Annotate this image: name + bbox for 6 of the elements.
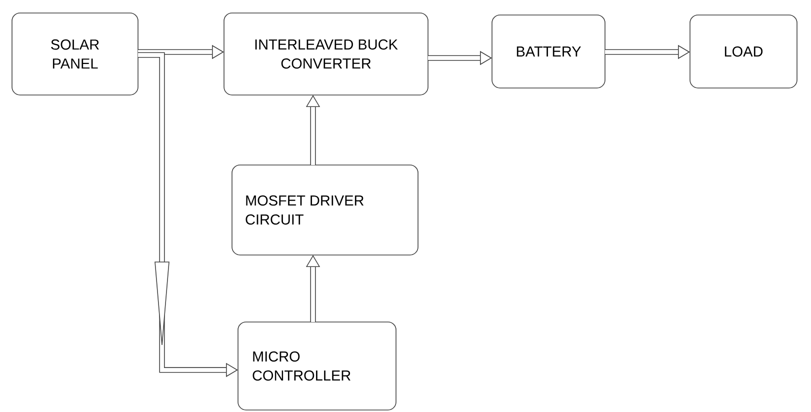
block-box: LOAD bbox=[690, 14, 798, 88]
block-box: BATTERY bbox=[492, 14, 606, 88]
block-box: INTERLEAVED BUCK CONVERTER bbox=[224, 12, 428, 96]
block-box: MOSFET DRIVER CIRCUIT bbox=[232, 164, 418, 256]
block-box: MICRO CONTROLLER bbox=[238, 322, 396, 410]
block-box: SOLAR PANEL bbox=[12, 12, 138, 96]
